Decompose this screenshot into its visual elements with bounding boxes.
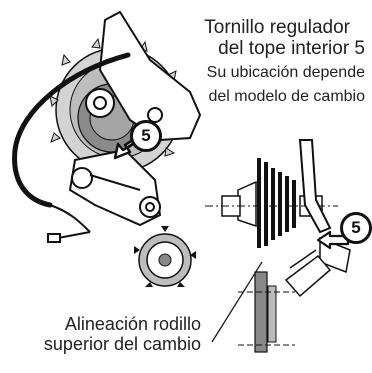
screw-note-line-1: Su ubicación depende — [206, 64, 365, 81]
screw-note-line-2: del modelo de cambio — [208, 88, 365, 105]
dropout-rear-view — [298, 139, 332, 234]
frame-dropout — [85, 10, 202, 142]
lower-jockey-wheel — [134, 226, 196, 287]
left-callout-number: 5 — [130, 120, 162, 152]
cable-end — [47, 204, 91, 243]
axle — [205, 195, 338, 217]
screw-title-line-1: Tornillo regulador — [204, 17, 350, 38]
alignment-label-line-1: Alineación rodillo — [64, 314, 201, 334]
right-callout-arrow — [316, 230, 350, 250]
right-callout-number: 5 — [340, 212, 372, 244]
alignment-leader-line — [211, 261, 263, 343]
derailleur-rear-view — [284, 236, 351, 298]
screw-title-line-2: del tope interior 5 — [218, 38, 365, 59]
cassette-rear-view — [237, 158, 296, 248]
alignment-label-line-2: superior del cambio — [43, 334, 201, 354]
derailleur-body — [68, 148, 162, 227]
upper-jockey-wheel — [238, 271, 295, 353]
shift-cable-housing — [12, 52, 131, 208]
